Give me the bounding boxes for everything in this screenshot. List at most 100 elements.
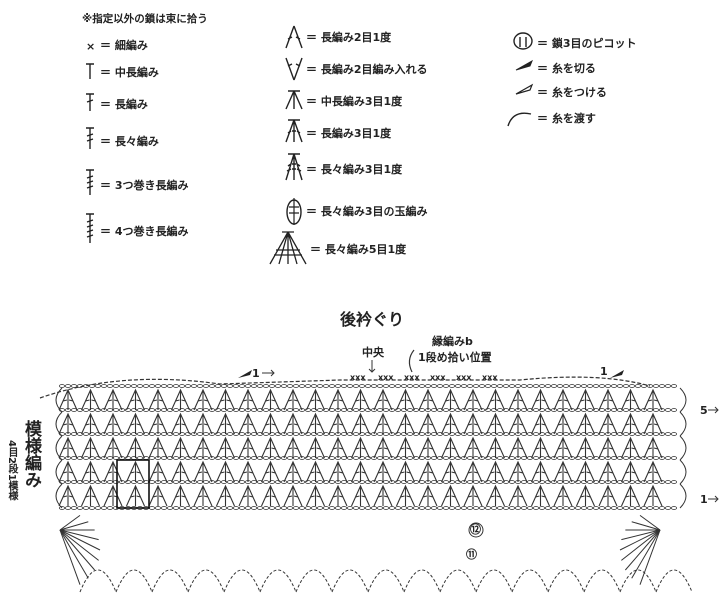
chain-stitch: [101, 432, 108, 436]
chain-stitch: [238, 408, 245, 412]
chain-stitch: [178, 384, 185, 388]
chain-stitch: [59, 506, 66, 510]
chain-stitch: [599, 506, 606, 510]
chain-stitch: [382, 506, 389, 510]
chain-stitch: [125, 432, 132, 436]
chain-stitch: [647, 432, 654, 436]
center-label: 中央: [362, 346, 384, 359]
chain-stitch: [298, 506, 305, 510]
chain-stitch: [298, 480, 305, 484]
chain-stitch: [226, 432, 233, 436]
chain-stitch: [508, 408, 515, 412]
chain-stitch: [83, 506, 90, 510]
quadruple-treble-icon: [86, 213, 94, 243]
chain-stitch: [400, 480, 407, 484]
chain-stitch: [154, 384, 161, 388]
chain-stitch: [298, 384, 305, 388]
chain-stitch: [328, 432, 335, 436]
cluster-stitch: [103, 388, 123, 411]
cluster-stitch: [238, 412, 258, 435]
chain-stitch: [521, 432, 528, 436]
chain-stitch: [244, 506, 251, 510]
cluster-stitch: [643, 412, 663, 435]
chain-stitch: [71, 432, 78, 436]
edging-arc: [655, 569, 693, 593]
chain-stitch: [113, 408, 120, 412]
chain-stitch: [280, 456, 287, 460]
chain-stitch: [478, 480, 485, 484]
chain-stitch: [412, 384, 419, 388]
chain-stitch: [166, 384, 173, 388]
cluster-stitch: [260, 436, 281, 459]
edging-arc: [187, 569, 225, 593]
chain-stitch: [569, 384, 576, 388]
legend-label-bobble: ＝ 長々編み3目の玉編み: [306, 205, 428, 218]
chain-stitch: [557, 456, 564, 460]
chain-stitch: [406, 408, 413, 412]
chain-stitch: [77, 480, 84, 484]
chain-stitch: [539, 480, 546, 484]
chain-stitch: [629, 506, 636, 510]
chain-stitch: [406, 456, 413, 460]
cluster-stitch: [373, 484, 393, 507]
chain-stitch: [659, 480, 666, 484]
chain-stitch: [454, 384, 461, 388]
legend-label-picot: ＝ 鎖3目のピコット: [537, 37, 637, 50]
chain-stitch: [436, 384, 443, 388]
chain-stitch: [418, 408, 425, 412]
chain-stitch: [551, 408, 558, 412]
chain-stitch: [250, 432, 257, 436]
cluster-stitch: [575, 436, 596, 459]
cluster-stitch: [530, 484, 551, 507]
chain-stitch: [292, 506, 299, 510]
chain-stitch: [575, 456, 582, 460]
chain-stitch: [280, 408, 287, 412]
chain-stitch: [563, 384, 570, 388]
chain-stitch: [113, 480, 120, 484]
legend-label-sc: ＝ 細編み: [100, 39, 148, 52]
chain-stitch: [89, 456, 96, 460]
cluster-stitch: [508, 412, 528, 435]
chain-stitch: [214, 506, 221, 510]
chain-stitch: [647, 456, 654, 460]
chain-stitch: [89, 384, 96, 388]
chain-stitch: [160, 456, 167, 460]
chain-stitch: [77, 408, 84, 412]
chain-stitch: [142, 384, 149, 388]
cluster-stitch: [530, 460, 551, 483]
chain-stitch: [557, 384, 564, 388]
chain-stitch: [262, 480, 269, 484]
chain-stitch: [599, 456, 606, 460]
chain-stitch: [166, 506, 173, 510]
chain-stitch: [160, 432, 167, 436]
chain-stitch: [635, 456, 642, 460]
row-label-11: ⑪: [466, 548, 477, 561]
chain-stitch: [298, 456, 305, 460]
chain-stitch: [370, 456, 377, 460]
chain-stitch: [563, 408, 570, 412]
chain-stitch: [226, 506, 233, 510]
chain-stitch: [220, 432, 227, 436]
chain-stitch: [232, 384, 239, 388]
chain-stitch: [617, 408, 624, 412]
chain-stitch: [575, 432, 582, 436]
chain-stitch: [346, 384, 353, 388]
corner-fan: [59, 521, 89, 531]
chain-stitch: [508, 456, 515, 460]
chain-stitch: [400, 408, 407, 412]
chain-stitch: [184, 432, 191, 436]
chain-stitch: [208, 480, 215, 484]
row-label-5: 5: [700, 404, 708, 417]
chain-stitch: [641, 480, 648, 484]
chain-stitch: [460, 408, 467, 412]
chain-stitch: [286, 408, 293, 412]
chain-stitch: [364, 480, 371, 484]
cluster-stitch: [58, 460, 78, 483]
chain-stitch: [328, 480, 335, 484]
turning-chain: [679, 411, 687, 437]
chain-stitch: [412, 456, 419, 460]
legend-label-hdc: ＝ 中長編み: [100, 66, 159, 79]
cluster-stitch: [215, 484, 236, 507]
picot-icon: [513, 32, 533, 50]
dc3tog-icon: [285, 119, 303, 143]
